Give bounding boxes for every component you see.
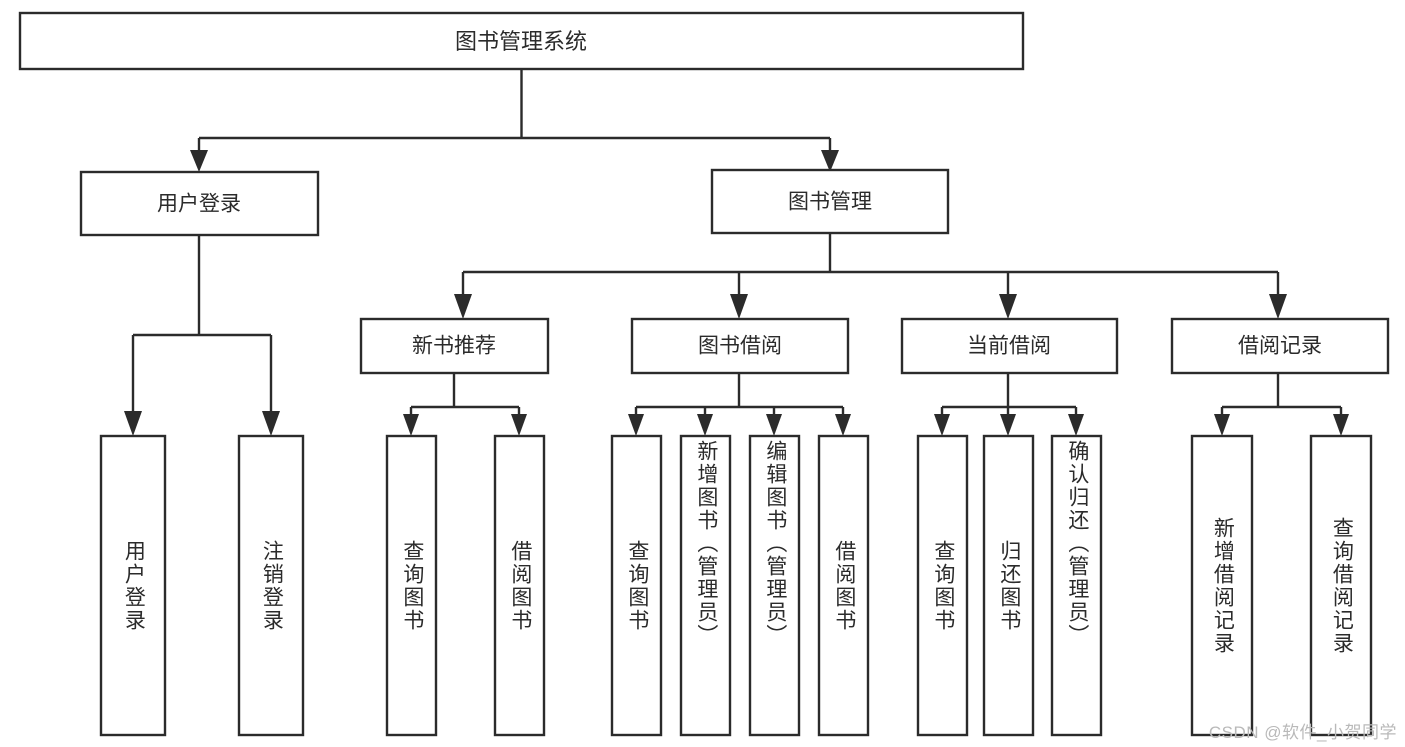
arrow-record-leaf-1-icon <box>1214 414 1230 436</box>
arrow-current-leaf-1-icon <box>934 414 950 436</box>
node-book-borrow[interactable]: 图书借阅 <box>630 317 850 375</box>
arrow-newbook-leaf-2-icon <box>511 414 527 436</box>
connector-layer <box>124 69 1349 436</box>
node-book-management-label: 图书管理 <box>788 191 872 214</box>
leaf-box-borrow-book-newbook[interactable] <box>493 434 546 737</box>
arrow-current-leaf-2-icon <box>1000 414 1016 436</box>
leaf-box-user-login[interactable] <box>99 434 167 737</box>
node-user-login-label: 用户登录 <box>157 193 241 216</box>
arrow-userlogin-leaf-1-icon <box>124 411 142 436</box>
node-user-login-box[interactable] <box>79 170 320 237</box>
arrow-newbook-leaf-1-icon <box>403 414 419 436</box>
node-new-book-recommend-box[interactable] <box>359 317 550 375</box>
node-current-borrow-label: 当前借阅 <box>967 335 1051 358</box>
node-book-management-box[interactable] <box>710 168 950 235</box>
leaf-box-return-book[interactable] <box>982 434 1035 737</box>
leaf-box-query-book-newbook[interactable] <box>385 434 438 737</box>
leaf-box-query-borrow-record[interactable] <box>1309 434 1373 737</box>
node-borrow-record[interactable]: 借阅记录 <box>1170 317 1390 375</box>
leaf-box-query-book-current[interactable] <box>916 434 969 737</box>
arrow-current-leaf-3-icon <box>1068 414 1084 436</box>
arrow-level3-2-icon <box>730 294 748 319</box>
arrow-to-book-mgmt-icon <box>821 150 839 172</box>
leaf-box-confirm-return-admin[interactable] <box>1050 434 1103 737</box>
watermark: CSDN @软件_小贺同学 <box>1208 723 1397 742</box>
leaf-box-add-book-admin[interactable] <box>679 434 732 737</box>
leaf-box-borrow-book-borrow[interactable] <box>817 434 870 737</box>
node-root-label: 图书管理系统 <box>455 29 587 54</box>
leaf-box-query-book-borrow[interactable] <box>610 434 663 737</box>
arrow-borrow-leaf-1-icon <box>628 414 644 436</box>
arrow-borrow-leaf-2-icon <box>697 414 713 436</box>
arrow-to-user-login-icon <box>190 150 208 172</box>
node-current-borrow[interactable]: 当前借阅 <box>900 317 1119 375</box>
arrow-level3-1-icon <box>454 294 472 319</box>
node-root[interactable]: 图书管理系统 <box>18 11 1025 71</box>
node-root-box[interactable] <box>18 11 1025 71</box>
node-book-borrow-box[interactable] <box>630 317 850 375</box>
arrow-userlogin-leaf-2-icon <box>262 411 280 436</box>
node-new-book-recommend[interactable]: 新书推荐 <box>359 317 550 375</box>
arrow-borrow-leaf-4-icon <box>835 414 851 436</box>
node-borrow-record-box[interactable] <box>1170 317 1390 375</box>
node-book-borrow-label: 图书借阅 <box>698 335 782 358</box>
leaf-box-logout[interactable] <box>237 434 305 737</box>
node-book-management[interactable]: 图书管理 <box>710 168 950 235</box>
node-user-login[interactable]: 用户登录 <box>79 170 320 237</box>
node-new-book-recommend-label: 新书推荐 <box>412 335 496 358</box>
node-borrow-record-label: 借阅记录 <box>1238 335 1322 358</box>
arrow-level3-4-icon <box>1269 294 1287 319</box>
arrow-borrow-leaf-3-icon <box>766 414 782 436</box>
leaf-box-add-borrow-record[interactable] <box>1190 434 1254 737</box>
leaf-box-edit-book-admin[interactable] <box>748 434 801 737</box>
arrow-level3-3-icon <box>999 294 1017 319</box>
node-current-borrow-box[interactable] <box>900 317 1119 375</box>
arrow-record-leaf-2-icon <box>1333 414 1349 436</box>
